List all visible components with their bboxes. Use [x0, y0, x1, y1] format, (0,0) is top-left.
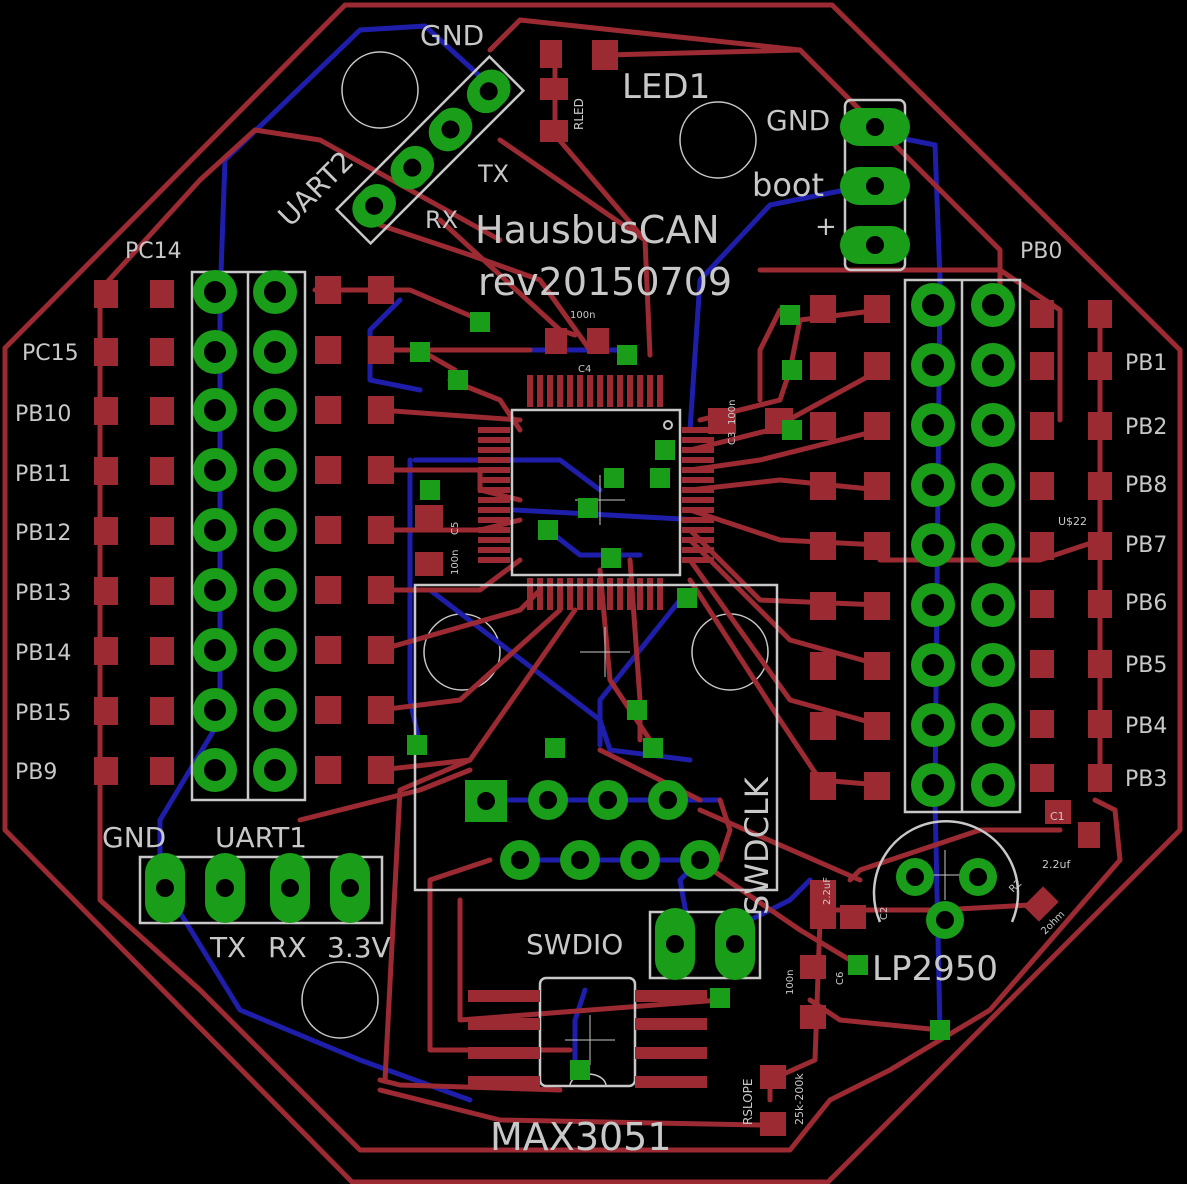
left-pin-label: PB14 — [15, 641, 71, 666]
pb0-label: PB0 — [1020, 239, 1062, 264]
max3051-label: MAX3051 — [490, 1115, 672, 1159]
lp2950-pads — [896, 858, 997, 939]
right-pin-label: PB1 — [1125, 351, 1167, 376]
right-header-pads — [911, 283, 1015, 807]
left-pin-label: PB10 — [15, 402, 71, 427]
max3051-pins — [468, 990, 707, 1088]
led1-label: LED1 — [622, 67, 710, 107]
rled-label: RLED — [572, 98, 586, 130]
r2-label: R2 — [1007, 878, 1024, 895]
boot-label: boot — [752, 166, 824, 204]
left-header-pads — [193, 270, 297, 792]
left-pin-label: PC15 — [22, 341, 79, 366]
c6-value-label: 100n — [785, 970, 796, 995]
right-pin-label: PB2 — [1125, 415, 1167, 440]
rslope-value-label: 25k-200k — [793, 1073, 806, 1125]
right-smd-pads — [810, 295, 1112, 800]
swdclk-label: SWDCLK — [738, 776, 776, 915]
left-pin-label: PB15 — [15, 701, 71, 726]
c3-label: C3 — [727, 432, 738, 445]
boot-header — [840, 98, 910, 272]
uart1-tx-label: TX — [209, 931, 246, 964]
lp2950-outline — [872, 820, 1020, 923]
mcu-pins — [478, 375, 714, 610]
swdio-label: SWDIO — [526, 928, 623, 961]
right-pin-label: PB7 — [1125, 533, 1167, 558]
c4-value-label: 100n — [570, 310, 595, 321]
left-pin-label: PB9 — [15, 760, 57, 785]
top-traces — [97, 17, 1123, 1153]
uart1-gnd-label: GND — [102, 821, 166, 854]
left-smd-pads — [94, 276, 394, 785]
pc14-label: PC14 — [125, 239, 182, 264]
right-header-outline — [903, 278, 1022, 814]
c5-value-label: 100n — [450, 550, 461, 575]
right-pin-label: PB5 — [1125, 653, 1167, 678]
c5-label: C5 — [450, 522, 461, 535]
uart1-label: UART1 — [215, 821, 307, 854]
right-pin-label: PB4 — [1125, 714, 1167, 739]
left-pin-label: PB11 — [15, 462, 71, 487]
uart2-gnd-label: GND — [420, 19, 484, 52]
lp2950-label: LP2950 — [872, 949, 998, 989]
c4-label: C4 — [578, 364, 591, 375]
uart1-rx-label: RX — [268, 931, 307, 964]
c2-value-label: 2.2uF — [822, 877, 833, 905]
mcu-chip-outline — [510, 408, 682, 577]
left-pin-label: PB12 — [15, 521, 71, 546]
c1-label: C1 — [1050, 810, 1065, 823]
uart2-header — [334, 54, 526, 246]
right-pin-label: PB6 — [1125, 591, 1167, 616]
uart1-vcc-label: 3.3V — [327, 931, 391, 964]
right-pin-label: PB8 — [1125, 473, 1167, 498]
silkscreen-labels: HausbusCAN rev20150709 GND UART2 TX RX L… — [15, 19, 1167, 1159]
uart2-rx-label: RX — [425, 206, 458, 234]
uart1-header — [138, 853, 384, 925]
uart2-tx-label: TX — [477, 160, 509, 188]
c1-value-label: 2.2uf — [1042, 858, 1071, 871]
vias — [407, 305, 950, 1080]
left-pin-label: PB13 — [15, 581, 71, 606]
board-title: HausbusCAN — [475, 208, 720, 252]
plus-label: + — [815, 212, 837, 242]
board-revision: rev20150709 — [478, 260, 732, 304]
u22-label: U$22 — [1058, 515, 1087, 528]
swdio-header — [648, 908, 762, 980]
gnd-right-label: GND — [766, 104, 830, 137]
c3-value-label: 100n — [727, 400, 738, 425]
misc-smd-pads — [415, 40, 1100, 1136]
c6-label: C6 — [835, 972, 846, 985]
max3051-chip-outline — [538, 976, 637, 1088]
swd-pads — [465, 780, 720, 880]
c2-label: C2 — [879, 907, 890, 920]
rslope-label: RSLOPE — [741, 1079, 755, 1125]
right-pin-label: PB3 — [1125, 767, 1167, 792]
